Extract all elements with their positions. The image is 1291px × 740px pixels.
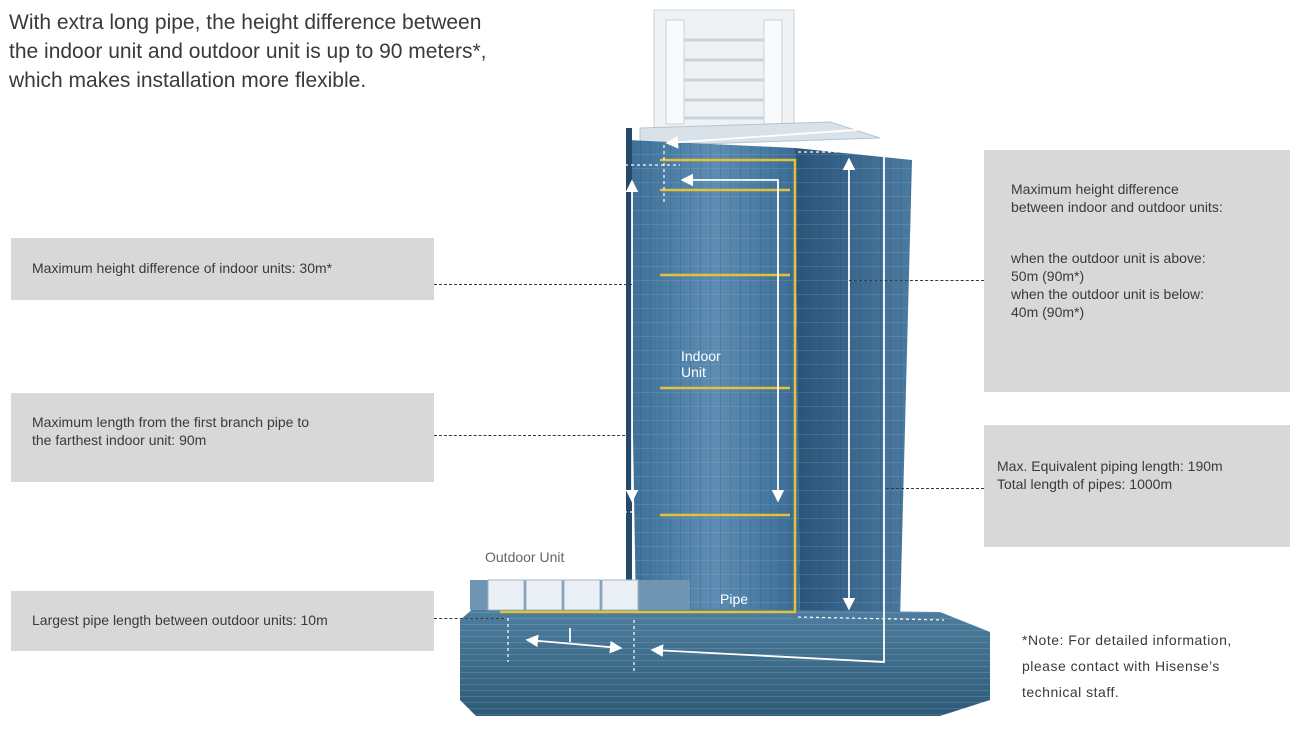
measurement-arrows [525,127,885,663]
footnote-line: *Note: For detailed information, [1022,632,1232,648]
callout-title: between indoor and outdoor units: [1011,199,1223,215]
leader-line [434,284,632,285]
branch-length-callout: Maximum length from the first branch pip… [11,393,434,482]
outdoor-unit-label: Outdoor Unit [485,549,565,565]
outdoor-pipe-callout: Largest pipe length between outdoor unit… [11,591,434,651]
pipe-label: Pipe [720,591,749,607]
rooftop-frame [639,9,881,147]
footnote-line: please contact with Hisense’s [1022,658,1220,674]
callout-text: Max. Equivalent piping length: 190m [997,458,1223,474]
footnote: *Note: For detailed information, please … [1022,627,1291,705]
footnote-line: technical staff. [1022,684,1120,700]
callout-text: when the outdoor unit is above: [1011,250,1206,266]
intro-line: With extra long pipe, the height differe… [9,11,482,34]
outdoor-units [487,579,639,611]
indoor-unit-label-line: Unit [681,364,706,380]
intro-line: the indoor unit and outdoor unit is up t… [9,40,487,63]
callout-text: Total length of pipes: 1000m [997,476,1173,492]
leader-line [434,435,630,436]
callout-text: when the outdoor unit is below: [1011,286,1205,302]
indoor-unit-label-line: Indoor [681,348,721,364]
callout-text: 50m (90m*) [1011,268,1085,284]
piping-length-callout: Max. Equivalent piping length: 190m Tota… [984,425,1290,547]
leader-line [886,488,984,489]
intro-text: With extra long pipe, the height differe… [9,8,589,95]
indoor-unit-label: Indoor Unit [681,348,721,380]
callout-text: Largest pipe length between outdoor unit… [32,612,328,628]
callout-text: Maximum length from the first branch pip… [32,414,310,430]
leader-line [849,280,984,281]
callout-title: Maximum height difference [1011,181,1179,197]
leader-line [434,618,504,619]
callout-text: Maximum height difference of indoor unit… [32,260,333,276]
height-difference-callout: Maximum height difference between indoor… [984,150,1290,392]
callout-text: the farthest indoor unit: 90m [32,432,207,448]
indoor-height-callout: Maximum height difference of indoor unit… [11,238,434,300]
callout-text: 40m (90m*) [1011,304,1085,320]
intro-line: which makes installation more flexible. [9,69,367,92]
